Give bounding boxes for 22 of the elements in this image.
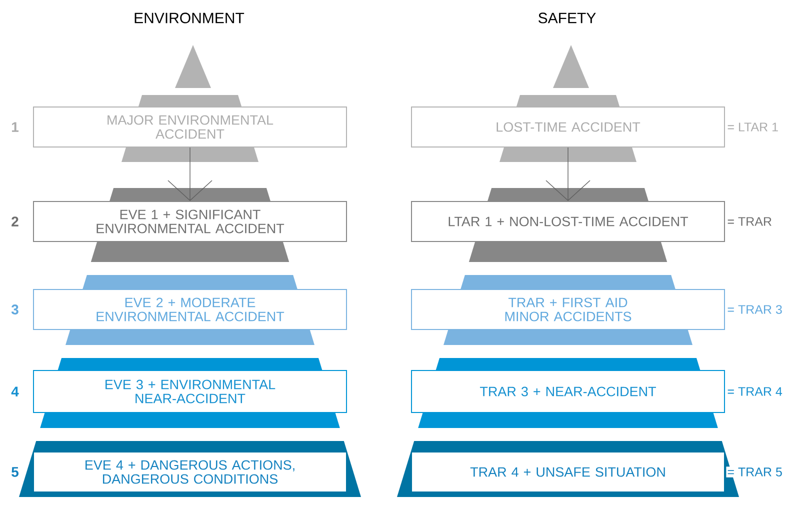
level-number: 3 bbox=[11, 304, 18, 314]
level-box: MAJOR ENVIRONMENTAL ACCIDENT bbox=[33, 106, 347, 148]
level-box: LTAR 1 + NON-LOST-TIME ACCIDENT bbox=[411, 201, 725, 242]
level-box: EVE 4 + DANGEROUS ACTIONS, DANGEROUS CONDITIONS bbox=[33, 452, 347, 492]
level-box: EVE 1 + SIGNIFICANT ENVIRONMENTAL ACCIDENT bbox=[33, 201, 347, 242]
level-box: TRAR 3 + NEAR-ACCIDENT bbox=[411, 370, 725, 413]
level-box: TRAR + FIRST AID MINOR ACCIDENTS bbox=[411, 289, 725, 330]
equation-label: = TRAR 3 bbox=[726, 304, 784, 315]
level-number: 2 bbox=[12, 216, 18, 226]
level-box: EVE 3 + ENVIRONMENTAL NEAR-ACCIDENT bbox=[33, 370, 347, 413]
level-number: 4 bbox=[11, 386, 19, 396]
column-heading: SAFETY bbox=[538, 12, 596, 24]
equation-label: = TRAR 4 bbox=[726, 386, 784, 397]
level-box: LOST-TIME ACCIDENT bbox=[411, 106, 725, 148]
equation-label: = TRAR 5 bbox=[726, 466, 784, 478]
column-heading: ENVIRONMENT bbox=[134, 12, 244, 24]
level-number: 5 bbox=[12, 467, 18, 477]
equation-label: = LTAR 1 bbox=[726, 122, 780, 132]
level-box: TRAR 4 + UNSAFE SITUATION bbox=[411, 452, 725, 492]
equation-label: = TRAR bbox=[726, 216, 773, 227]
level-number: 1 bbox=[12, 122, 18, 132]
level-box: EVE 2 + MODERATE ENVIRONMENTAL ACCIDENT bbox=[33, 289, 347, 330]
